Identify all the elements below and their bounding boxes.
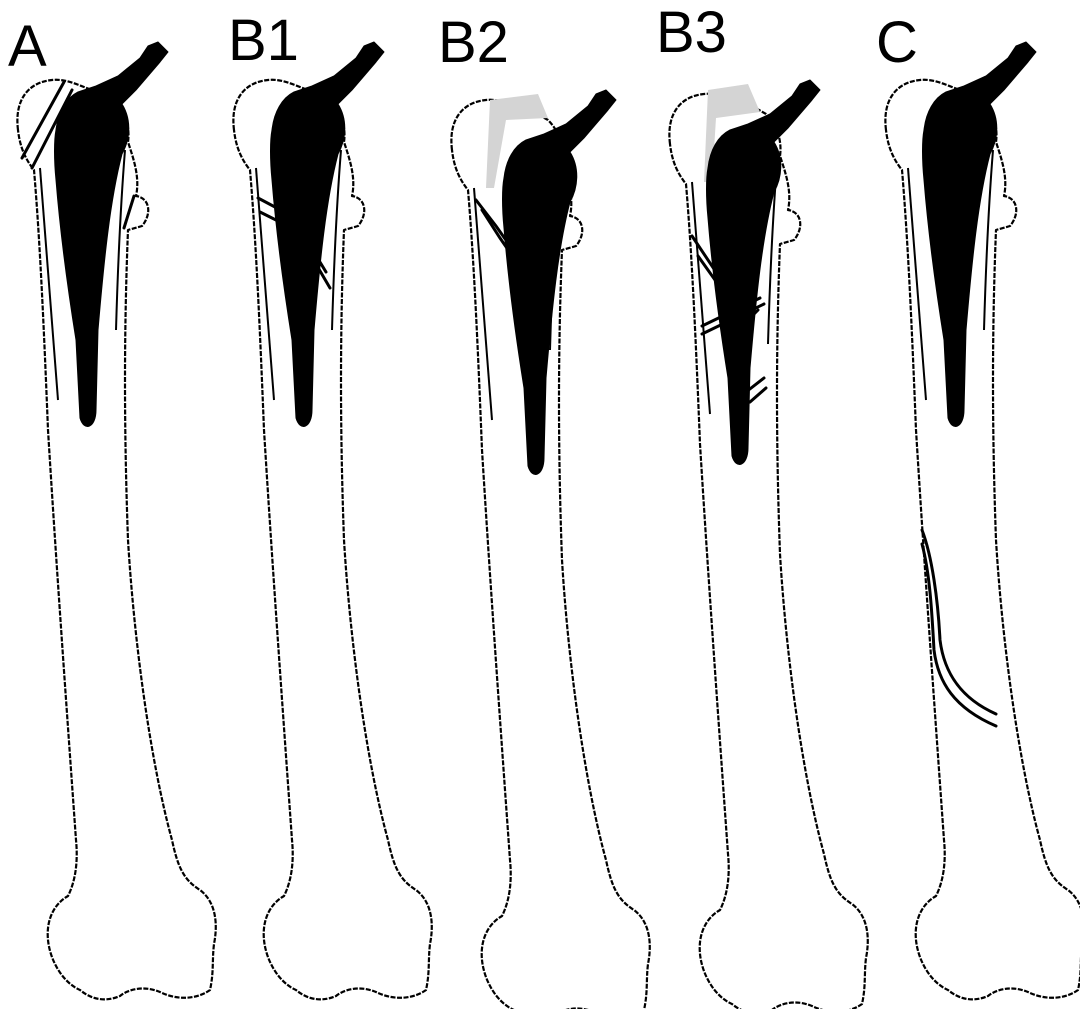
panel-A: A xyxy=(8,14,216,999)
panel-C: C xyxy=(876,10,1080,999)
panel-B2: B2 xyxy=(438,10,650,1009)
panel-label-B1: B1 xyxy=(228,8,299,73)
panel-B3: B3 xyxy=(656,0,868,1009)
femur-outline xyxy=(885,80,1080,1000)
panel-label-C: C xyxy=(876,10,918,75)
femur-outline xyxy=(17,80,215,1000)
panel-label-B2: B2 xyxy=(438,10,509,75)
panel-label-A: A xyxy=(8,14,47,79)
femur-outline xyxy=(233,80,431,1000)
panel-label-B3: B3 xyxy=(656,0,727,65)
femur-outline xyxy=(669,94,867,1009)
panel-B1: B1 xyxy=(228,8,432,999)
